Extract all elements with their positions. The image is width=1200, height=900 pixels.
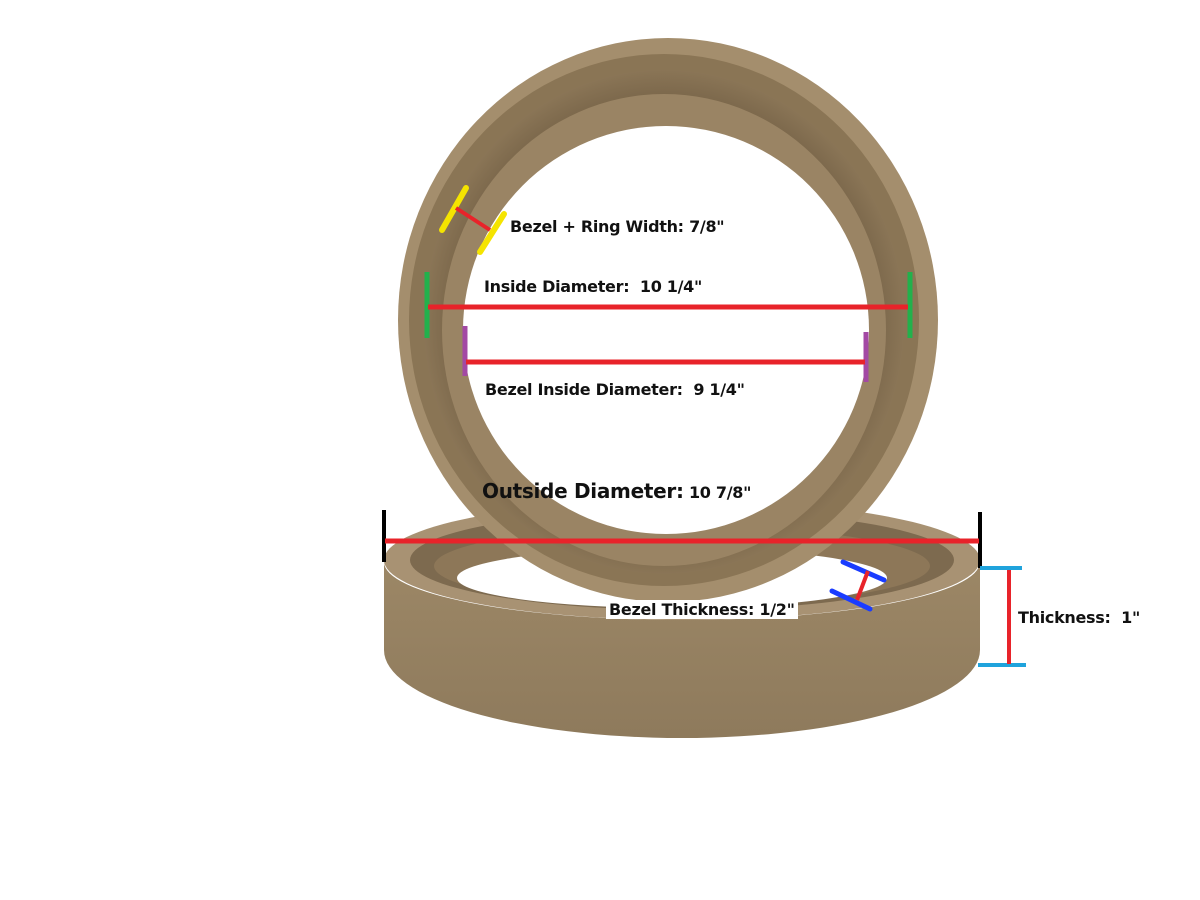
label-text: Bezel + Ring Width:	[510, 217, 684, 236]
bezel-thickness-label: Bezel Thickness: 1/2"	[606, 600, 798, 619]
bezel-ring-width-label: Bezel + Ring Width: 7/8"	[510, 217, 725, 236]
label-value: 1/2"	[759, 600, 795, 619]
bezel-thickness-marker	[829, 559, 887, 612]
thickness-marker	[978, 566, 1026, 667]
bezel-inside-diameter-marker	[462, 326, 869, 382]
label-value: 10 1/4"	[639, 277, 703, 296]
label-value: 10 7/8"	[688, 483, 752, 502]
label-value: 1"	[1121, 608, 1141, 627]
bezel-ring-width-marker	[439, 185, 507, 255]
label-text: Bezel Thickness:	[609, 600, 755, 619]
outside-diameter-label: Outside Diameter: 10 7/8"	[482, 479, 751, 503]
inside-diameter-label: Inside Diameter: 10 1/4"	[484, 277, 702, 296]
bezel-inside-diameter-label: Bezel Inside Diameter: 9 1/4"	[485, 380, 745, 399]
label-text: Inside Diameter:	[484, 277, 630, 296]
thickness-label: Thickness: 1"	[1018, 608, 1140, 627]
standing-ring	[398, 38, 938, 602]
label-text: Bezel Inside Diameter:	[485, 380, 683, 399]
label-value: 9 1/4"	[693, 380, 745, 399]
outside-diameter-marker	[382, 510, 982, 568]
inside-diameter-marker	[424, 272, 913, 338]
label-text: Thickness:	[1018, 608, 1111, 627]
label-text: Outside Diameter:	[482, 479, 684, 503]
label-value: 7/8"	[689, 217, 725, 236]
